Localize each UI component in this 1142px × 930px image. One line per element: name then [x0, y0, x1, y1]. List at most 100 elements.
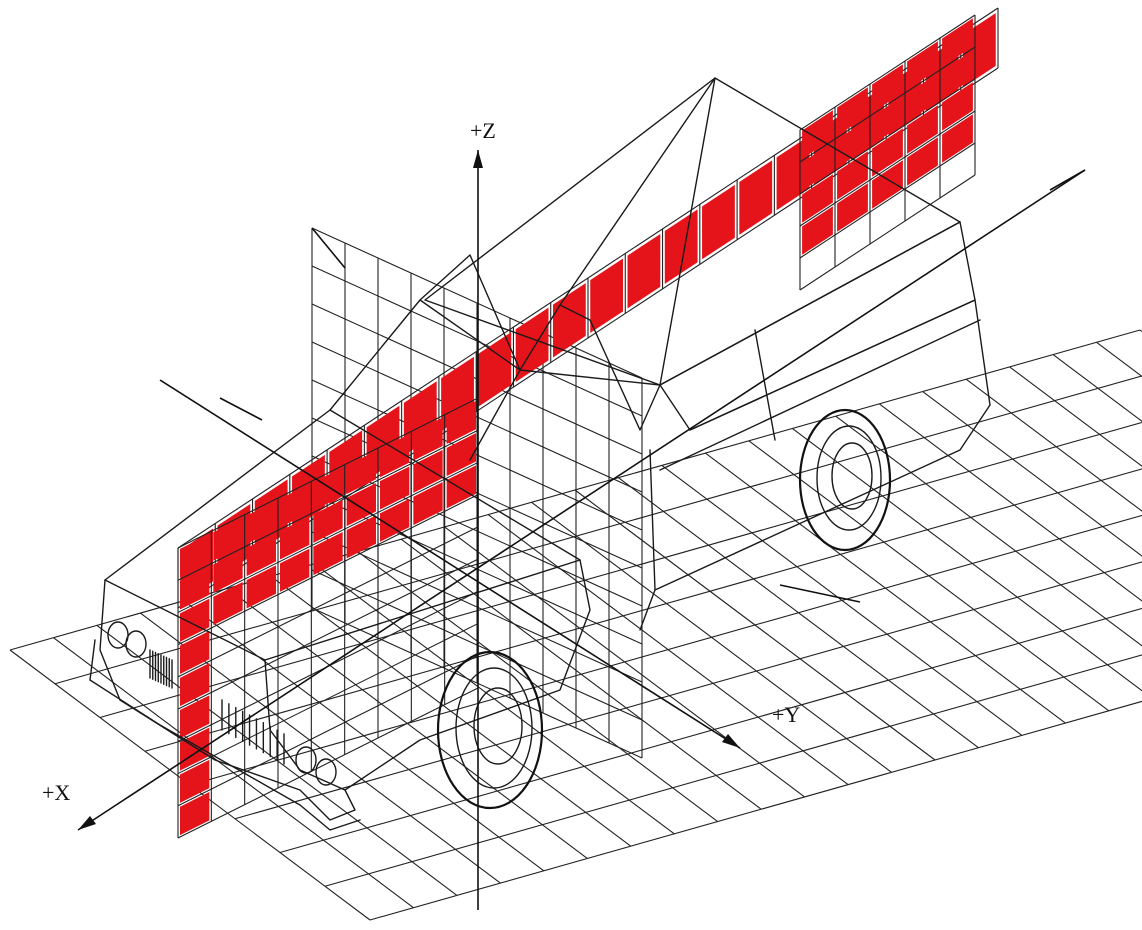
rear-wheel [798, 408, 892, 552]
grid-line [9, 329, 1141, 651]
grid-line [311, 607, 643, 759]
grid-line [54, 375, 1142, 685]
grid-line [234, 561, 1142, 820]
highlight-cell [280, 516, 310, 560]
highlight-cell [872, 64, 903, 113]
highlight-cell [776, 135, 810, 211]
grid-line [177, 429, 479, 581]
grid-line [144, 468, 1142, 752]
grid-line [311, 569, 643, 721]
highlight-cell [837, 183, 868, 232]
highlight-cell [180, 759, 210, 803]
front-grid-plane [177, 397, 479, 839]
highlight-cell [552, 283, 586, 358]
headlight-right-1 [295, 746, 317, 774]
highlight-cell [802, 142, 833, 191]
highlight-cell [180, 534, 210, 578]
highlight-cell [180, 663, 210, 707]
headlight-left-2 [125, 630, 147, 658]
grid-line [311, 303, 643, 455]
highlight-cell [872, 128, 903, 177]
highlight-cell [413, 449, 443, 493]
highlight-cell [246, 500, 276, 544]
grid-line [799, 174, 976, 291]
x-axis [77, 169, 1086, 831]
highlight-cell [213, 517, 243, 561]
highlight-cell [942, 82, 973, 131]
car-wheels [436, 408, 892, 810]
grid-line [799, 14, 976, 131]
car-fender [264, 559, 591, 791]
coordinate-axes: +Z +Y +X [42, 118, 1086, 910]
grid-line [311, 379, 643, 531]
highlight-cell [802, 110, 833, 159]
highlight-cell [380, 466, 410, 510]
highlight-cell [180, 566, 210, 610]
grid-line [965, 378, 1142, 512]
highlight-cell [702, 184, 735, 260]
car-windshield [329, 299, 521, 461]
car-grille [149, 649, 285, 765]
highlight-cell [739, 160, 773, 235]
z-axis-label: +Z [470, 118, 496, 143]
car-bumper [89, 639, 361, 831]
highlight-cell [313, 467, 343, 511]
car-rear-body [654, 299, 991, 591]
highlight-cell [872, 160, 903, 209]
highlight-cell [837, 87, 868, 136]
highlight-cell [346, 483, 376, 527]
grid-line [177, 494, 479, 646]
highlight-cell [280, 548, 310, 592]
highlight-cell [280, 484, 310, 528]
grid-line [835, 415, 1142, 647]
highlight-cell [413, 417, 443, 461]
highlight-cell [802, 174, 833, 223]
y-axis-label: +Y [772, 702, 800, 727]
highlight-cell [590, 258, 624, 333]
grid-line [311, 531, 643, 683]
grid-line [799, 110, 976, 227]
highlight-cell [380, 434, 410, 478]
grid-line [799, 46, 976, 163]
car-door-line [754, 329, 776, 441]
highlight-cell [942, 18, 973, 67]
z-axis-arrow [473, 150, 483, 168]
aux-line-lower [779, 584, 861, 603]
grid-line [177, 461, 479, 613]
grid-line [177, 526, 479, 678]
rear-grid-plane [799, 14, 976, 291]
highlight-cell [627, 233, 661, 309]
aux-arrow-left [219, 397, 263, 421]
y-axis-arrow [722, 734, 740, 748]
highlight-cell [446, 465, 476, 509]
car-belt-line [659, 319, 981, 471]
highlight-cell [907, 105, 938, 154]
grid-line [177, 558, 479, 710]
highlight-cell [313, 532, 343, 576]
highlight-cell [180, 630, 210, 674]
highlight-cell [446, 400, 476, 444]
grid-line [1009, 366, 1142, 467]
highlight-cell [246, 565, 276, 609]
highlight-cell [942, 114, 973, 163]
grid-line [799, 142, 976, 259]
highlight-cell [872, 96, 903, 145]
highlight-cell [213, 582, 243, 626]
highlight-cell [413, 482, 443, 526]
highlight-cell [802, 206, 833, 255]
highlight-cell [213, 549, 243, 593]
car-side-lower [639, 449, 656, 631]
aux-arrow-top [311, 227, 346, 269]
grid-line [324, 654, 1142, 887]
car-pillar [559, 304, 661, 431]
grid-line [177, 687, 479, 839]
highlight-cell [180, 727, 210, 771]
highlight-cell [180, 792, 210, 836]
highlight-cell [837, 119, 868, 168]
highlight-cell [446, 433, 476, 477]
headlight-right-2 [315, 758, 337, 786]
grid-line [311, 227, 643, 379]
grid-line [311, 265, 643, 417]
